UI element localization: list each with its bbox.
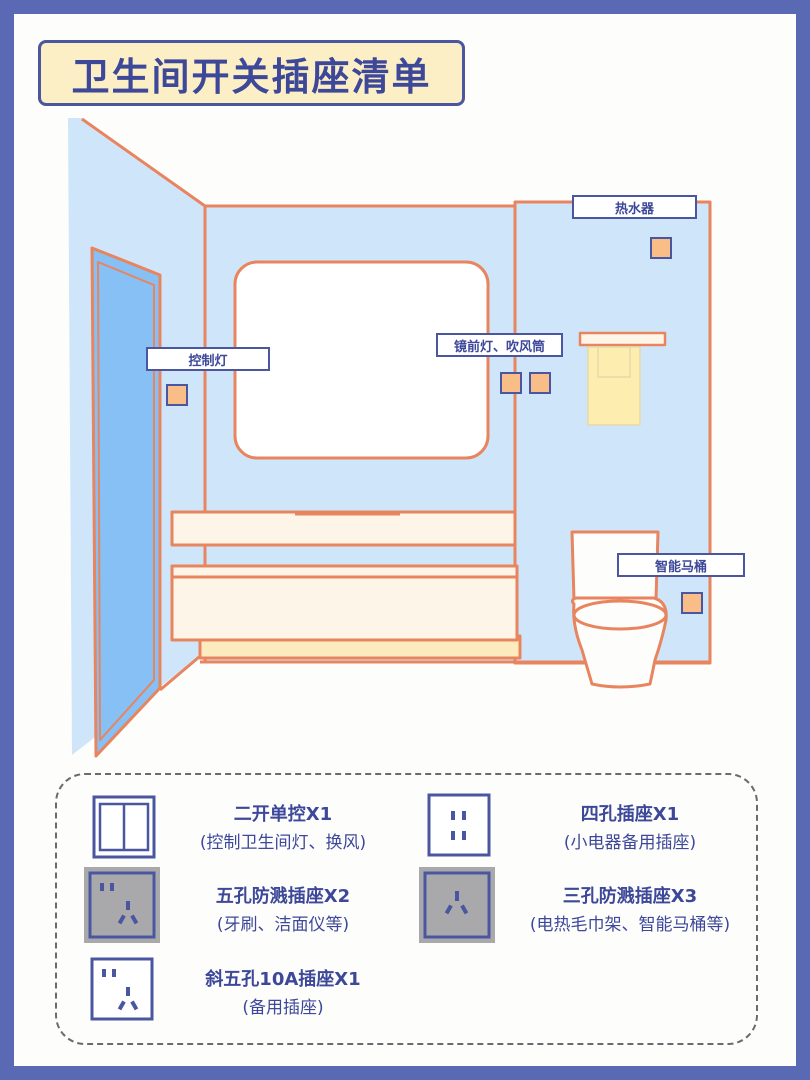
legend-item-name: 四孔插座X1 [580, 804, 680, 825]
legend-item-five-hole-splashproof: 五孔防溅插座X2 (牙刷、洁面仪等) [170, 882, 396, 935]
legend-item-slanted-five-hole: 斜五孔10A插座X1 (备用插座) [170, 965, 396, 1018]
legend-item-name: 斜五孔10A插座X1 [205, 969, 361, 990]
socket-marker-hairdryer [529, 372, 551, 394]
towel-rack [578, 331, 667, 347]
socket-marker-mirror-light [500, 372, 522, 394]
label-control-light: 控制灯 [146, 347, 270, 371]
four-hole-socket-icon [427, 793, 491, 857]
legend-box [55, 773, 758, 1045]
legend-item-note: (电热毛巾架、智能马桶等) [529, 915, 731, 935]
legend-item-name: 五孔防溅插座X2 [215, 886, 351, 907]
title-box: 卫生间开关插座清单 [38, 40, 465, 106]
legend-item-three-hole-splashproof: 三孔防溅插座X3 (电热毛巾架、智能马桶等) [500, 882, 760, 935]
legend-item-note: (备用插座) [242, 998, 324, 1018]
label-smart-toilet: 智能马桶 [617, 553, 745, 577]
legend-item-name: 二开单控X1 [233, 804, 333, 825]
slanted-five-hole-socket-icon [90, 957, 154, 1021]
legend-item-double-switch: 二开单控X1 (控制卫生间灯、换风) [170, 800, 396, 853]
splashproof-three-hole-socket-icon [419, 867, 495, 943]
mirror [233, 260, 490, 460]
double-switch-icon [92, 795, 156, 859]
page-title: 卫生间开关插座清单 [71, 54, 432, 99]
switch-marker-control-light [166, 384, 188, 406]
legend-item-note: (牙刷、洁面仪等) [216, 915, 350, 935]
socket-marker-smart-toilet [681, 592, 703, 614]
vanity-top [170, 510, 517, 547]
splashproof-five-hole-socket-icon [84, 867, 160, 943]
towel [587, 346, 641, 426]
legend-item-note: (控制卫生间灯、换风) [199, 833, 367, 853]
socket-marker-water-heater [650, 237, 672, 259]
legend-item-four-hole-socket: 四孔插座X1 (小电器备用插座) [510, 800, 750, 853]
legend-item-name: 三孔防溅插座X3 [562, 886, 698, 907]
label-mirror-light-hairdryer: 镜前灯、吹风筒 [436, 333, 563, 357]
label-water-heater: 热水器 [572, 195, 697, 219]
legend-item-note: (小电器备用插座) [563, 833, 697, 853]
